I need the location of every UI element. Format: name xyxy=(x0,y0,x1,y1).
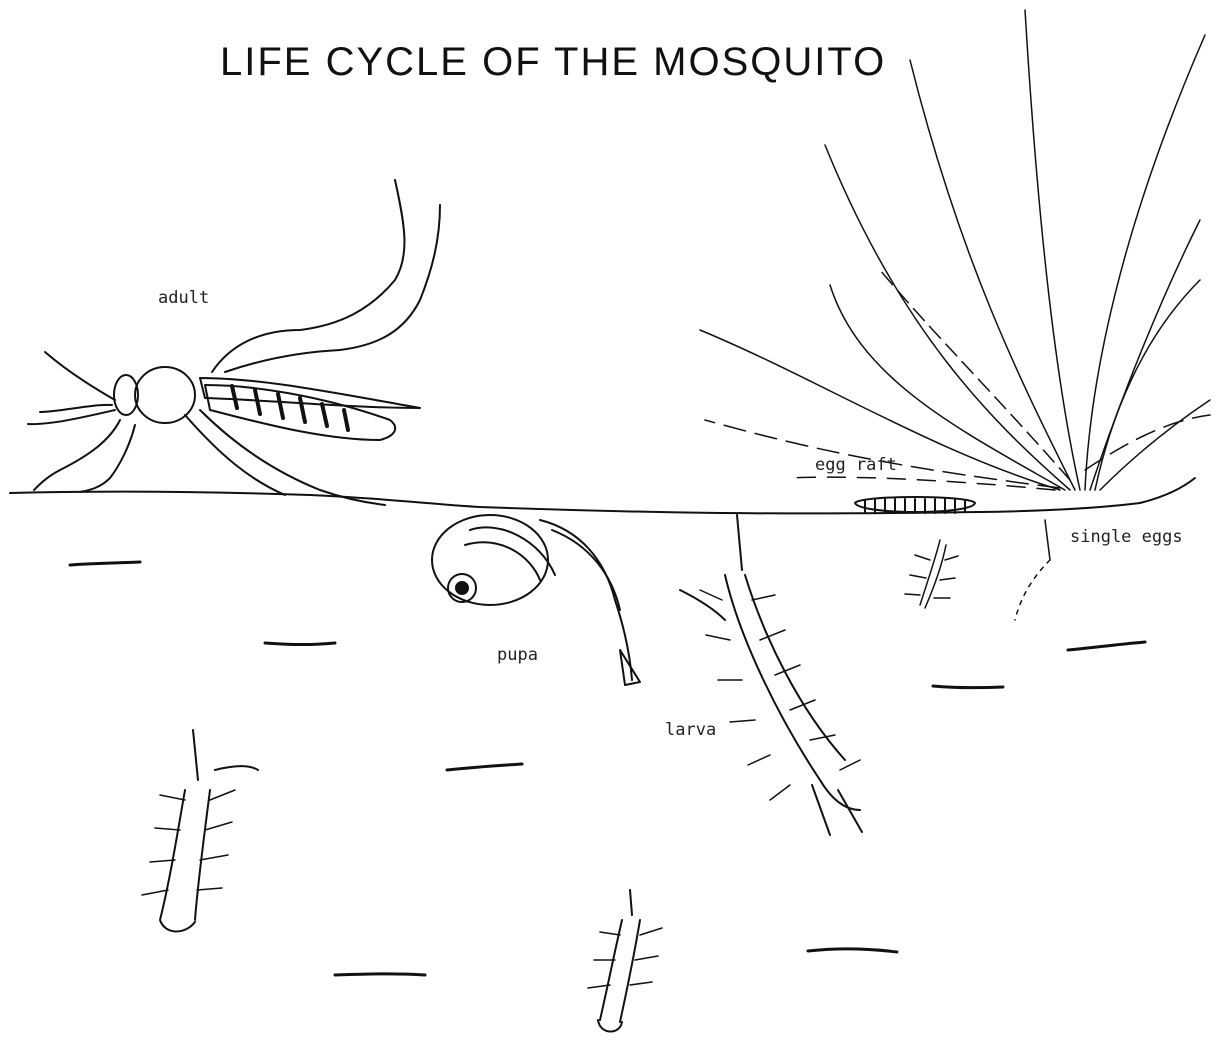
label-adult: adult xyxy=(158,288,209,308)
label-egg-raft: egg raft xyxy=(815,455,897,475)
egg-raft-illustration xyxy=(855,497,975,513)
adult-mosquito-illustration xyxy=(28,180,440,505)
larva-illustration-left xyxy=(142,730,258,932)
diagram-title: LIFE CYCLE OF THE MOSQUITO xyxy=(220,40,886,85)
label-pupa: pupa xyxy=(497,645,538,665)
water-surface-line xyxy=(10,478,1195,513)
larva-illustration-bottom xyxy=(588,890,662,1032)
water-ripples xyxy=(70,562,1145,975)
label-single-eggs: single eggs xyxy=(1070,527,1183,547)
larva-illustration-main xyxy=(680,515,862,835)
label-larva: larva xyxy=(665,720,716,740)
larva-illustration-small xyxy=(905,540,958,608)
